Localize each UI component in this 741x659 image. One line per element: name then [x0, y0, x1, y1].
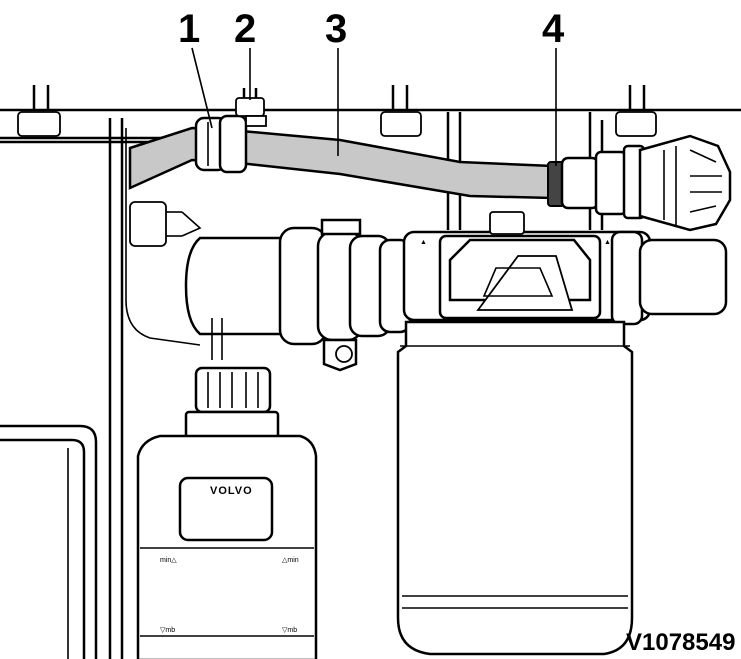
callout-3: 3 — [325, 7, 347, 51]
pre-fuel-filter — [136, 318, 318, 659]
clamp-bolt — [235, 88, 267, 127]
callout-1: 1 — [178, 7, 200, 51]
leader-1 — [191, 47, 213, 129]
brand-label: VOLVO — [210, 485, 253, 497]
marking-top-right: △min — [282, 557, 299, 564]
rail-bolt-mid — [380, 85, 422, 137]
rail-bolt-left — [17, 85, 61, 137]
filter-head: ▲ ▲ — [402, 211, 728, 326]
marking-bottom-right: ▽mb — [282, 627, 297, 634]
callout-4: 4 — [542, 7, 565, 51]
rail-bolt-right — [615, 85, 657, 137]
svg-text:▲: ▲ — [420, 239, 427, 246]
pipe-clamp — [194, 114, 248, 174]
main-fuel-filter — [396, 320, 634, 656]
lower-bracket — [0, 424, 98, 659]
leader-lines — [191, 47, 557, 166]
fuel-pipe — [128, 126, 554, 200]
electrical-connector — [638, 134, 732, 232]
pipe-fitting — [547, 144, 646, 220]
svg-text:▲: ▲ — [604, 239, 611, 246]
marking-top-left: min△ — [160, 557, 177, 564]
reference-code: V1078549 — [626, 629, 735, 656]
callout-2: 2 — [234, 7, 256, 51]
marking-bottom-left: ▽mb — [160, 627, 175, 634]
hose-coupling — [184, 218, 412, 372]
left-banjo-nut — [129, 201, 202, 247]
